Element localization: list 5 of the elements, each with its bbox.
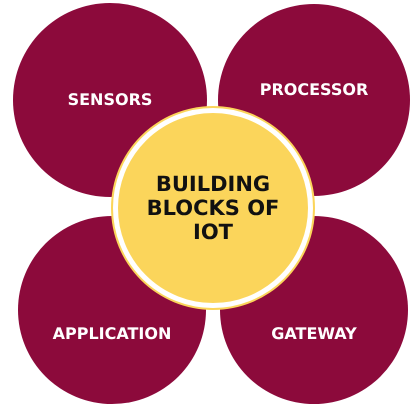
node-label: BUILDING BLOCKS OF IOT	[146, 172, 280, 244]
node-label: GATEWAY	[271, 324, 357, 342]
node-label: PROCESSOR	[260, 80, 368, 100]
node-label: SENSORS	[68, 90, 152, 109]
node-label: APPLICATION	[52, 324, 172, 342]
